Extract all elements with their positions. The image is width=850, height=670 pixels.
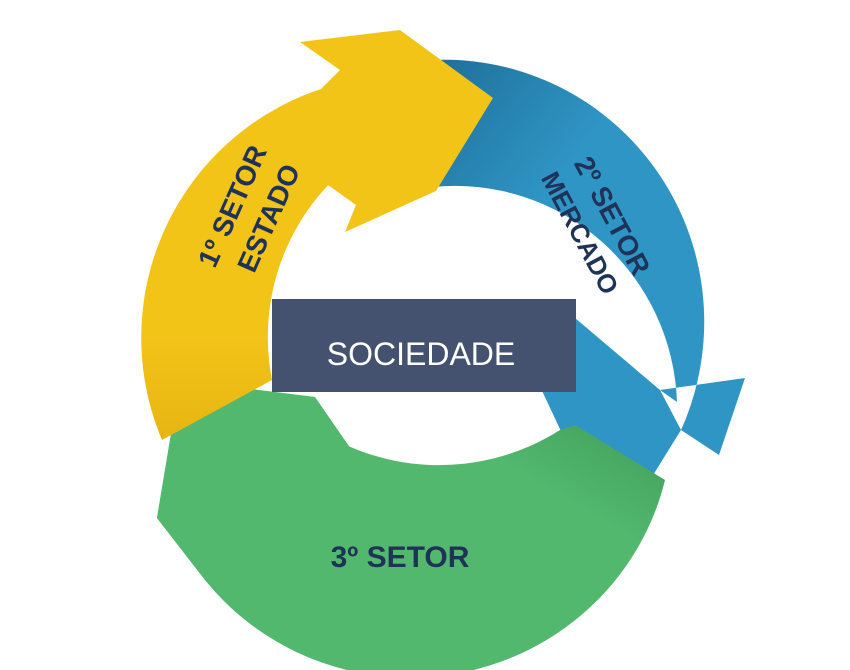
- sector-3-title: 3º SETOR: [331, 541, 470, 574]
- center-label: SOCIEDADE: [327, 336, 515, 372]
- sector-1-arrow: [141, 75, 493, 441]
- sector-2-arrow: [433, 59, 745, 455]
- center-banner: [272, 299, 576, 392]
- sector-3-arrowhead: [157, 380, 360, 580]
- sector-1-arrowhead: [300, 30, 493, 232]
